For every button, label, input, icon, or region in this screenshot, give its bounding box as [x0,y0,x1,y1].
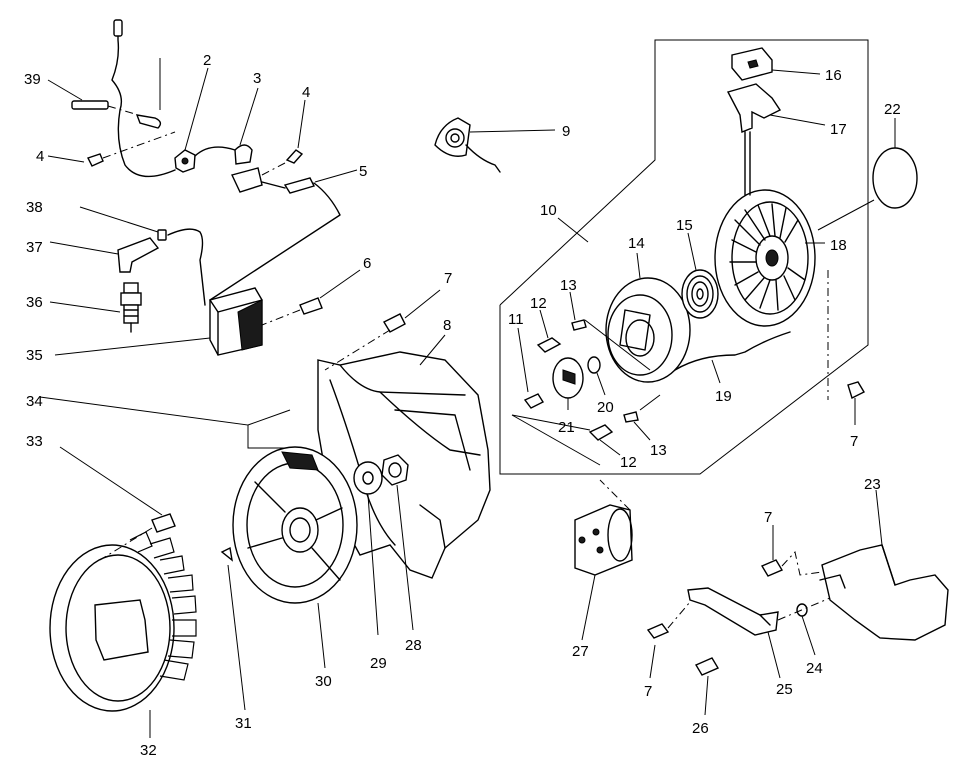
spring-13-upper [571,319,587,331]
callout-5: 5 [359,163,367,180]
bolt-7-lower-left [646,623,670,639]
callout-9: 9 [562,123,570,140]
flywheel-32 [49,531,197,712]
callout-32: 32 [140,742,157,759]
callout-17: 17 [830,121,847,138]
callout-12-upper: 12 [530,295,547,312]
rope-reel-14 [605,277,691,383]
callout-2: 2 [203,52,211,69]
callout-22: 22 [884,101,901,118]
callout-20: 20 [597,399,614,416]
callout-10: 10 [540,202,557,219]
friction-plate-21 [552,357,584,399]
callout-7-lower-left: 7 [644,683,652,700]
callout-36: 36 [26,294,43,311]
callout-7-right: 7 [850,433,858,450]
callout-19: 19 [715,388,732,405]
callout-37: 37 [26,239,43,256]
callout-8: 8 [443,317,451,334]
shroud-23 [819,544,949,641]
callout-7-lower-mid: 7 [764,509,772,526]
ground-wire [111,27,176,178]
flywheel-fins [129,531,197,681]
callout-15: 15 [676,217,693,234]
callout-12-lower: 12 [620,454,637,471]
callout-6: 6 [363,255,371,272]
callout-23: 23 [864,476,881,493]
coil-bolt-6 [299,297,323,315]
starter-handle-17 [726,83,782,196]
starter-assembly-outline [499,39,869,475]
callout-labels: 39 2 3 4 4 5 38 37 6 7 36 8 35 34 33 9 1… [24,52,901,759]
ignition-coil-35 [209,287,263,356]
callout-38: 38 [26,199,43,216]
ring-terminal [135,114,162,129]
ratchet-12-upper [536,337,562,353]
callout-7-top: 7 [444,270,452,287]
oil-sensor-9 [434,117,556,173]
starter-cup-30 [232,446,358,604]
callout-13-upper: 13 [560,277,577,294]
grip-insert-16 [731,47,773,81]
callout-29: 29 [370,655,387,672]
callout-4-left: 4 [36,148,44,165]
housing-bolt-7-top [383,313,406,333]
callout-34: 34 [26,393,43,410]
callout-28: 28 [405,637,422,654]
spring-13-lower [623,411,639,423]
screw-4-right [285,149,304,164]
callout-11: 11 [508,311,524,328]
callout-25: 25 [776,681,793,698]
callout-33: 33 [26,433,43,450]
callout-35: 35 [26,347,43,364]
callout-27: 27 [572,643,589,660]
plug-terminal-38 [157,229,167,241]
callout-30: 30 [315,673,332,690]
screw-4-left [87,153,104,167]
callout-26: 26 [692,720,709,737]
bolt-26 [694,657,720,676]
callout-16: 16 [825,67,842,84]
callout-4-right: 4 [302,84,310,101]
housing-bolt-7-right [847,381,865,399]
bolt-7-lower-right [760,559,784,577]
starter-pulley-27 [574,504,633,576]
callout-31: 31 [235,715,252,732]
callout-24: 24 [806,660,823,677]
ignition-wiring-group [49,19,361,356]
decal-22 [872,147,918,209]
ring-20 [587,356,601,374]
nut-28 [381,454,409,486]
switch-bracket-3 [231,167,263,193]
starter-rope-19 [674,331,791,371]
bracket-25 [687,587,779,636]
housing-ribs [729,203,806,311]
recoil-spring-15 [681,269,719,319]
callout-18: 18 [830,237,847,254]
spark-plug-boot-37 [117,237,160,273]
flywheel-key-31 [220,546,233,562]
callout-39: 39 [24,71,41,88]
washer-29 [353,461,383,495]
callout-14: 14 [628,235,645,252]
ratchet-12-lower [588,424,614,441]
starter-housing-18 [714,189,816,327]
wire-sleeve-39 [71,100,109,110]
screw-11 [523,393,545,409]
callout-13-lower: 13 [650,442,667,459]
callout-21: 21 [558,419,575,436]
callout-3: 3 [253,70,261,87]
wire-connector-5 [283,177,316,194]
spark-plug-36 [120,282,142,333]
flywheel-nut-33 [151,513,176,533]
wire-terminal-top [113,19,123,37]
